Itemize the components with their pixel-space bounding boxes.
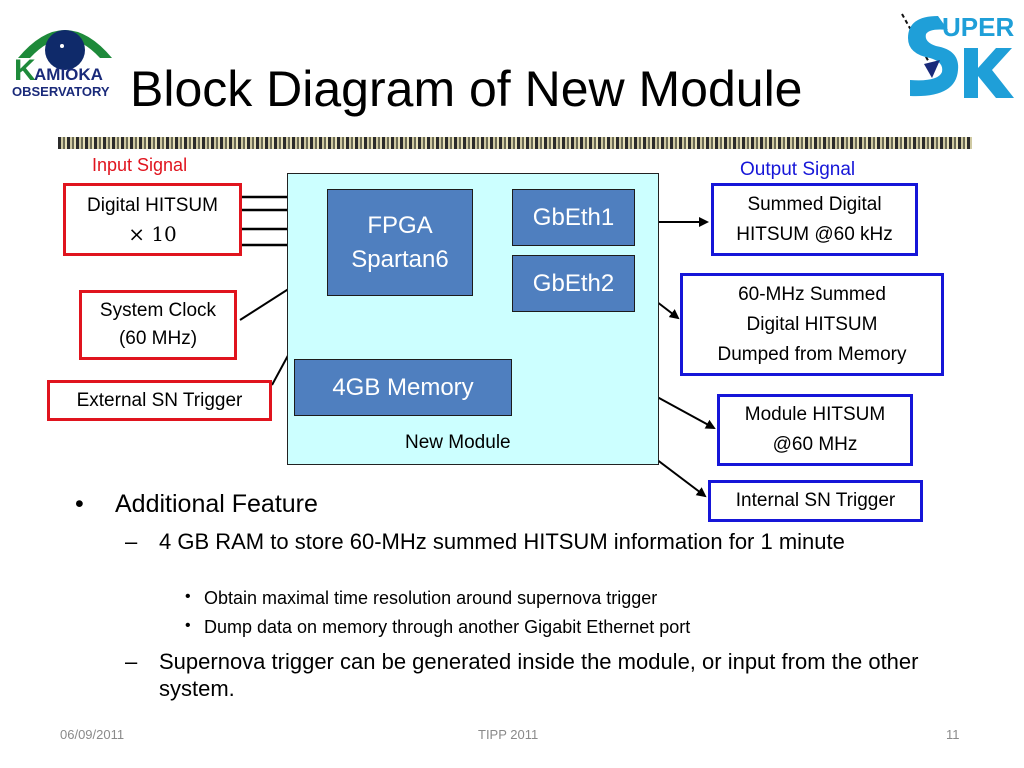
sub-sub-bullet-dump-text: Dump data on memory through another Giga…	[204, 617, 691, 637]
system-clock-freq: (60 MHz)	[118, 328, 198, 349]
summed-hitsum-output-box: Summed Digital HITSUM @60 kHz	[711, 183, 918, 256]
sub-bullet-marker: –	[125, 649, 138, 674]
bullet-marker: •	[75, 490, 84, 518]
title-divider	[58, 137, 972, 149]
system-clock-input-box: System Clock (60 MHz)	[79, 290, 237, 360]
module-hitsum-line2: @60 MHz	[772, 434, 858, 455]
output-signal-header: Output Signal	[740, 159, 856, 180]
sub-bullet-ram-text: 4 GB RAM to store 60-MHz summed HITSUM i…	[159, 529, 845, 554]
module-hitsum-output-box: Module HITSUM @60 MHz	[717, 394, 913, 466]
bullet-text: Additional Feature	[115, 490, 318, 518]
memory-label: 4GB Memory	[332, 373, 474, 401]
memory-dump-line2: Digital HITSUM	[746, 313, 878, 335]
hitsum-multiplier: × 10	[128, 221, 177, 246]
input-signal-header: Input Signal	[92, 155, 188, 175]
fpga-label: FPGA	[367, 211, 433, 239]
footer-date: 06/09/2011	[60, 727, 125, 742]
digital-hitsum-input-box: Digital HITSUM × 10	[63, 183, 242, 256]
memory-block: 4GB Memory	[294, 359, 512, 416]
logo-text-bottom: OBSERVATORY	[12, 84, 110, 99]
slide-title: Block Diagram of New Module	[130, 61, 803, 117]
fpga-block: FPGA Spartan6	[327, 189, 473, 296]
gbeth1-block: GbEth1	[512, 189, 635, 246]
sub-bullet-marker: –	[125, 529, 138, 554]
memory-dump-line1: 60-MHz Summed	[738, 283, 886, 305]
summed-hitsum-line2: HITSUM @60 kHz	[736, 223, 893, 245]
fpga-model-label: Spartan6	[351, 245, 449, 273]
sub-sub-bullet-resolution-text: Obtain maximal time resolution around su…	[204, 588, 658, 608]
gbeth1-label: GbEth1	[532, 203, 615, 231]
system-clock-label: System Clock	[99, 300, 217, 321]
sub-sub-bullet-marker: •	[185, 617, 191, 634]
logo-super-text: UPER	[942, 12, 1014, 42]
gbeth2-block: GbEth2	[512, 255, 635, 312]
sub-sub-bullet-marker: •	[185, 588, 191, 605]
external-sn-trigger-box: External SN Trigger	[47, 380, 272, 421]
logo-text-top: AMIOKA	[34, 65, 103, 84]
footer-event: TIPP 2011	[478, 727, 539, 742]
memory-dump-output-box: 60-MHz Summed Digital HITSUM Dumped from…	[680, 273, 944, 376]
memory-dump-line3: Dumped from Memory	[717, 343, 907, 365]
external-sn-trigger-label: External SN Trigger	[76, 389, 243, 411]
digital-hitsum-label: Digital HITSUM	[87, 194, 218, 216]
internal-sn-trigger-label: Internal SN Trigger	[735, 490, 896, 511]
sub-bullet-supernova-text: Supernova trigger can be generated insid…	[159, 649, 919, 701]
internal-sn-trigger-box: Internal SN Trigger	[708, 480, 923, 522]
gbeth2-label: GbEth2	[532, 269, 615, 297]
summed-hitsum-line1: Summed Digital	[747, 193, 882, 215]
module-hitsum-line1: Module HITSUM	[744, 404, 886, 425]
kamioka-observatory-logo: K AMIOKA OBSERVATORY	[12, 30, 112, 99]
new-module-label: New Module	[405, 432, 511, 453]
super-k-logo: UPER	[901, 12, 1014, 98]
svg-text:K: K	[14, 54, 36, 87]
footer-page-number: 11	[946, 727, 960, 742]
